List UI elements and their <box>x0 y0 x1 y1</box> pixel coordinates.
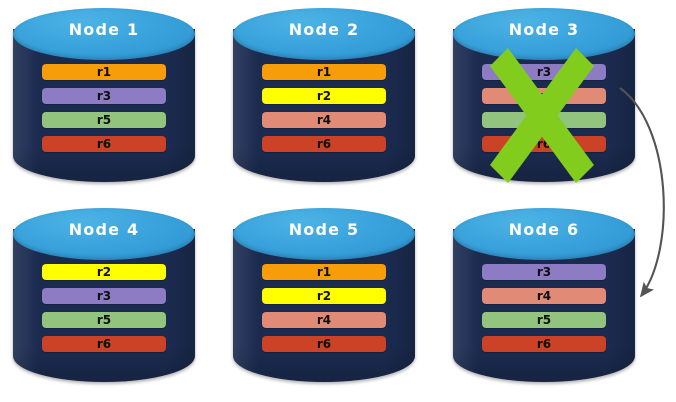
node-3-record-r3[interactable]: r3 <box>482 64 606 80</box>
node-4-record-r6[interactable]: r6 <box>42 336 166 352</box>
node-1-records: r1 r3 r5 r6 <box>42 64 166 152</box>
node-1[interactable]: Node 1 r1 r3 r5 r6 <box>13 8 195 190</box>
node-2-record-r1[interactable]: r1 <box>262 64 386 80</box>
node-6-record-r5[interactable]: r5 <box>482 312 606 328</box>
node-2-label: Node 2 <box>288 20 360 39</box>
node-1-cylinder-top <box>13 8 195 60</box>
node-4-record-r3[interactable]: r3 <box>42 288 166 304</box>
node-1-record-r1[interactable]: r1 <box>42 64 166 80</box>
node-3-record-r6[interactable]: r6 <box>482 136 606 152</box>
node-3-label: Node 3 <box>508 20 580 39</box>
node-5-record-r2[interactable]: r2 <box>262 288 386 304</box>
node-2-record-r6[interactable]: r6 <box>262 136 386 152</box>
node-5[interactable]: Node 5 r1 r2 r4 r6 <box>233 208 415 390</box>
node-2[interactable]: Node 2 r1 r2 r4 r6 <box>233 8 415 190</box>
node-5-record-r6[interactable]: r6 <box>262 336 386 352</box>
node-3-record-r4[interactable]: r4 <box>482 88 606 104</box>
node-4-record-r5[interactable]: r5 <box>42 312 166 328</box>
node-6[interactable]: Node 6 r3 r4 r5 r6 <box>453 208 635 390</box>
node-2-cylinder-top <box>233 8 415 60</box>
node-2-record-r4[interactable]: r4 <box>262 112 386 128</box>
node-4-label: Node 4 <box>68 220 140 239</box>
node-2-records: r1 r2 r4 r6 <box>262 64 386 152</box>
node-1-record-r5[interactable]: r5 <box>42 112 166 128</box>
node-1-record-r3[interactable]: r3 <box>42 88 166 104</box>
node-6-record-r4[interactable]: r4 <box>482 288 606 304</box>
node-4-cylinder-top <box>13 208 195 260</box>
node-5-record-r4[interactable]: r4 <box>262 312 386 328</box>
node-6-cylinder-top <box>453 208 635 260</box>
node-5-cylinder-top <box>233 208 415 260</box>
node-3-records: r3 r4 r5 r6 <box>482 64 606 152</box>
node-5-records: r1 r2 r4 r6 <box>262 264 386 352</box>
node-4-record-r2[interactable]: r2 <box>42 264 166 280</box>
node-1-record-r6[interactable]: r6 <box>42 136 166 152</box>
node-6-records: r3 r4 r5 r6 <box>482 264 606 352</box>
node-6-label: Node 6 <box>508 220 580 239</box>
node-6-record-r6[interactable]: r6 <box>482 336 606 352</box>
node-1-label: Node 1 <box>68 20 140 39</box>
node-6-record-r3[interactable]: r3 <box>482 264 606 280</box>
node-2-record-r2[interactable]: r2 <box>262 88 386 104</box>
node-5-label: Node 5 <box>288 220 360 239</box>
node-4-records: r2 r3 r5 r6 <box>42 264 166 352</box>
node-3[interactable]: Node 3 r3 r4 r5 r6 <box>453 8 635 190</box>
node-4[interactable]: Node 4 r2 r3 r5 r6 <box>13 208 195 390</box>
node-3-record-r5[interactable]: r5 <box>482 112 606 128</box>
node-5-record-r1[interactable]: r1 <box>262 264 386 280</box>
